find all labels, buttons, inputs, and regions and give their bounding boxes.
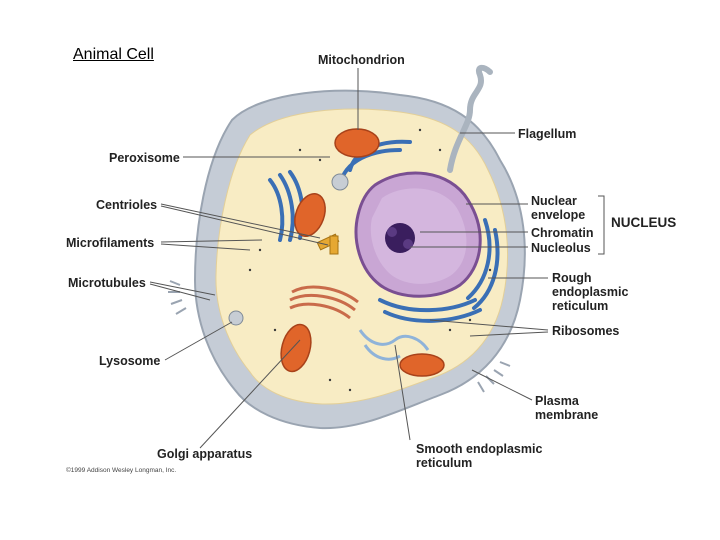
label-rough-er-line2: endoplasmic [552, 285, 629, 299]
nucleus [354, 171, 482, 298]
page-title: Animal Cell [73, 46, 154, 63]
ribosomes [248, 128, 492, 392]
label-golgi-apparatus: Golgi apparatus [157, 447, 253, 461]
label-plasma-membrane-line1: Plasma [535, 394, 579, 408]
label-smooth-er-line2: reticulum [416, 456, 473, 470]
centrioles [316, 233, 340, 255]
label-ribosomes: Ribosomes [552, 324, 620, 338]
label-peroxisome: Peroxisome [109, 151, 180, 165]
flagellum [447, 64, 493, 173]
label-microtubules: Microtubules [68, 276, 146, 290]
label-flagellum: Flagellum [518, 127, 577, 141]
label-mitochondrion: Mitochondrion [318, 53, 405, 67]
label-plasma-membrane-line2: membrane [535, 408, 599, 422]
label-lysosome: Lysosome [99, 354, 161, 368]
leader-lines [149, 68, 605, 449]
golgi-apparatus [289, 285, 359, 320]
label-centrioles: Centrioles [96, 198, 158, 212]
label-nuclear-envelope-line2: envelope [531, 208, 586, 222]
microvilli [168, 280, 511, 393]
label-nucleus: NUCLEUS [611, 215, 677, 230]
label-chromatin: Chromatin [531, 226, 594, 240]
label-smooth-er-line1: Smooth endoplasmic [416, 442, 543, 456]
label-rough-er-line1: Rough [552, 271, 592, 285]
peroxisome [331, 173, 349, 191]
nucleolus [385, 223, 415, 253]
label-microfilaments: Microfilaments [66, 236, 155, 250]
label-nucleolus: Nucleolus [531, 241, 591, 255]
mitochondria [280, 128, 445, 377]
lysosome [228, 310, 244, 326]
copyright-text: ©1999 Addison Wesley Longman, Inc. [66, 467, 177, 474]
label-nuclear-envelope-line1: Nuclear [531, 194, 577, 208]
label-rough-er-line3: reticulum [552, 299, 609, 313]
